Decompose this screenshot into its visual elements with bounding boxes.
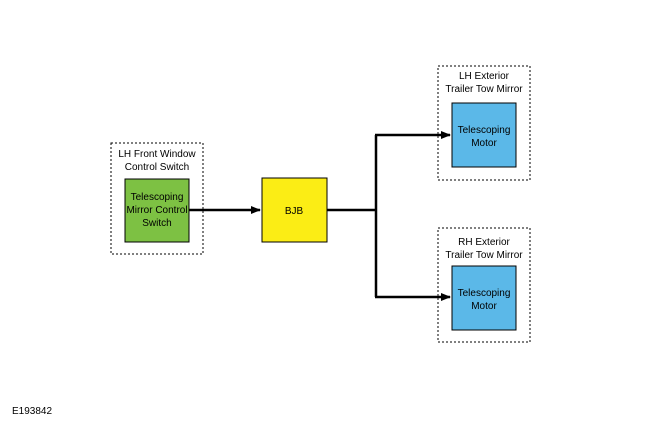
lh-exterior-mirror-group: LH Exterior Trailer Tow Mirror Telescopi…: [437, 65, 531, 181]
rh-telescoping-motor-label-line1: Telescoping: [458, 288, 511, 299]
connections: [189, 131, 451, 301]
lh-exterior-mirror-label-line2: Trailer Tow Mirror: [445, 84, 523, 95]
lh-exterior-mirror-dashed-border: [437, 65, 531, 181]
rh-telescoping-motor-label-line2: Motor: [471, 301, 497, 312]
bjb-box: [261, 177, 328, 243]
lh-exterior-mirror-label-line1: LH Exterior: [459, 71, 510, 82]
lh-telescoping-motor-box: [451, 102, 517, 168]
rh-exterior-mirror-label-line2: Trailer Tow Mirror: [445, 250, 523, 261]
bjb-label: BJB: [285, 206, 304, 217]
telescoping-mirror-control-switch-label-line3: Switch: [142, 218, 171, 229]
bjb-group: BJB: [261, 177, 328, 243]
rh-telescoping-motor-box: [451, 265, 517, 331]
lh-telescoping-motor-label-line1: Telescoping: [458, 125, 511, 136]
lh-front-window-switch-dashed-border: [110, 142, 204, 255]
lh-telescoping-motor-label-line2: Motor: [471, 138, 497, 149]
telescoping-mirror-control-switch-label-line2: Mirror Control: [126, 205, 187, 216]
lh-front-window-switch-label-line1: LH Front Window: [118, 149, 196, 160]
rh-exterior-mirror-label-line1: RH Exterior: [458, 237, 510, 248]
lh-front-window-switch-label-line2: Control Switch: [125, 162, 189, 173]
rh-exterior-mirror-dashed-border: [437, 227, 531, 343]
figure-id-label: E193842: [12, 406, 53, 417]
telescoping-mirror-control-switch-label-line1: Telescoping: [131, 192, 184, 203]
rh-exterior-mirror-group: RH Exterior Trailer Tow Mirror Telescopi…: [437, 227, 531, 343]
lh-front-window-switch-group: LH Front Window Control Switch Telescopi…: [110, 142, 204, 255]
telescoping-mirror-control-switch-box: [124, 178, 190, 243]
